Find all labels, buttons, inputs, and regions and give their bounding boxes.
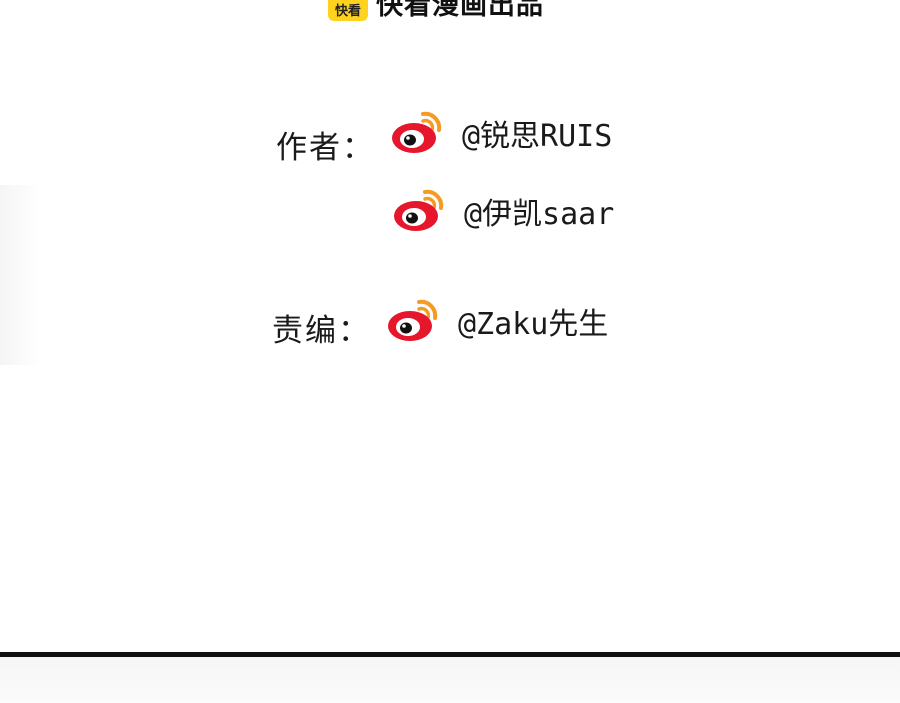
author-label: 作者：: [276, 130, 375, 166]
next-panel-border: [0, 652, 900, 703]
author-handle-1: @锐思RUIS: [462, 119, 613, 154]
author-credit-2[interactable]: @伊凯saar: [392, 186, 614, 236]
author-credit-1[interactable]: @锐思RUIS: [390, 108, 612, 158]
editor-credit[interactable]: @Zaku先生: [386, 296, 608, 346]
author-handle-2: @伊凯saar: [464, 197, 615, 232]
editor-handle: @Zaku先生: [458, 307, 609, 342]
publisher-header: 快看 快看漫画出品: [328, 0, 544, 22]
editor-label: 责编：: [272, 313, 371, 349]
weibo-icon: [394, 189, 444, 231]
kuaikan-logo: 快看: [328, 0, 368, 21]
kuaikan-logo-text: 快看: [334, 4, 361, 19]
weibo-icon: [392, 111, 442, 153]
weibo-icon: [388, 299, 438, 341]
background-smudge: [0, 185, 40, 365]
publisher-name: 快看漫画出品: [376, 0, 544, 21]
